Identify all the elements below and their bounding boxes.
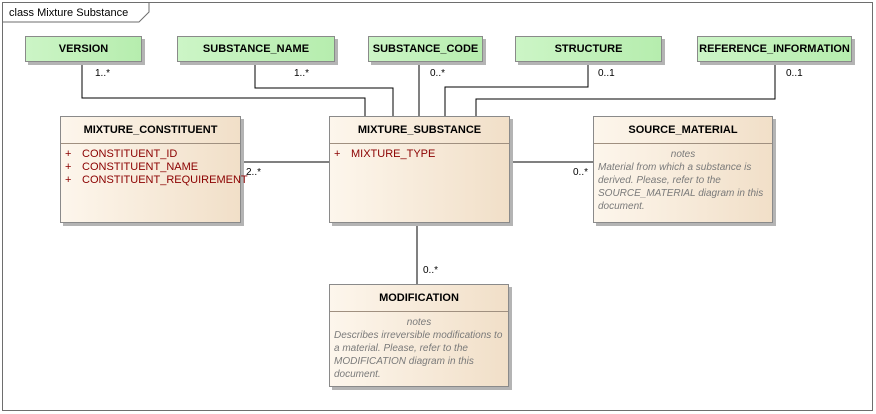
reference-information-label: REFERENCE_INFORMATION xyxy=(699,43,850,55)
frame-title: class Mixture Substance xyxy=(9,7,129,19)
multiplicity-substance-name: 1..* xyxy=(294,68,310,79)
notes-heading: notes xyxy=(670,149,696,160)
link-version xyxy=(81,63,366,116)
modification-title: MODIFICATION xyxy=(330,285,508,312)
multiplicity-reference-information: 0..1 xyxy=(786,68,803,79)
source-material-title: SOURCE_MATERIAL xyxy=(594,117,772,144)
link-structure xyxy=(444,63,589,116)
version-box[interactable]: VERSION xyxy=(25,36,142,62)
multiplicity-version: 1..* xyxy=(95,68,111,79)
source-material-class[interactable]: SOURCE_MATERIAL notes Material from whic… xyxy=(593,116,773,223)
structure-label: STRUCTURE xyxy=(554,43,623,55)
reference-information-box[interactable]: REFERENCE_INFORMATION xyxy=(697,36,852,62)
substance-name-label: SUBSTANCE_NAME xyxy=(202,43,310,55)
notes-text: Describes irreversible modifications to … xyxy=(334,330,503,380)
mixture-substance-class[interactable]: MIXTURE_SUBSTANCE +MIXTURE_TYPE xyxy=(329,116,510,223)
mixture-constituent-attributes: +CONSTITUENT_ID +CONSTITUENT_NAME +CONST… xyxy=(61,144,248,187)
multiplicity-substance-code: 0..* xyxy=(430,68,446,79)
mixture-substance-title: MIXTURE_SUBSTANCE xyxy=(330,117,509,144)
attribute-row: +CONSTITUENT_NAME xyxy=(65,161,199,173)
version-label: VERSION xyxy=(58,43,109,55)
attribute-row: +MIXTURE_TYPE xyxy=(334,148,436,160)
multiplicity-source-material: 0..* xyxy=(573,167,589,178)
modification-class[interactable]: MODIFICATION notes Describes irreversibl… xyxy=(329,284,509,387)
notes-text: Material from which a substance is deriv… xyxy=(598,162,764,212)
link-substance-name xyxy=(254,63,394,116)
mixture-constituent-class[interactable]: MIXTURE_CONSTITUENT +CONSTITUENT_ID +CON… xyxy=(60,116,248,223)
substance-code-box[interactable]: SUBSTANCE_CODE xyxy=(368,36,483,62)
structure-box[interactable]: STRUCTURE xyxy=(515,36,662,62)
mixture-substance-attributes: +MIXTURE_TYPE xyxy=(330,144,509,161)
substance-code-label: SUBSTANCE_CODE xyxy=(372,43,479,55)
modification-notes: notes Describes irreversible modificatio… xyxy=(330,312,508,381)
multiplicity-mixture-constituent: 2..* xyxy=(246,167,262,178)
mixture-constituent-title: MIXTURE_CONSTITUENT xyxy=(61,117,240,144)
frame-tab xyxy=(3,3,150,23)
attribute-row: +CONSTITUENT_REQUIREMENT xyxy=(65,174,248,186)
source-material-notes: notes Material from which a substance is… xyxy=(594,144,772,213)
attribute-row: +CONSTITUENT_ID xyxy=(65,148,178,160)
link-reference-information xyxy=(475,63,776,116)
multiplicity-modification: 0..* xyxy=(423,265,439,276)
substance-name-box[interactable]: SUBSTANCE_NAME xyxy=(177,36,335,62)
notes-heading: notes xyxy=(406,317,432,328)
multiplicity-structure: 0..1 xyxy=(598,68,615,79)
